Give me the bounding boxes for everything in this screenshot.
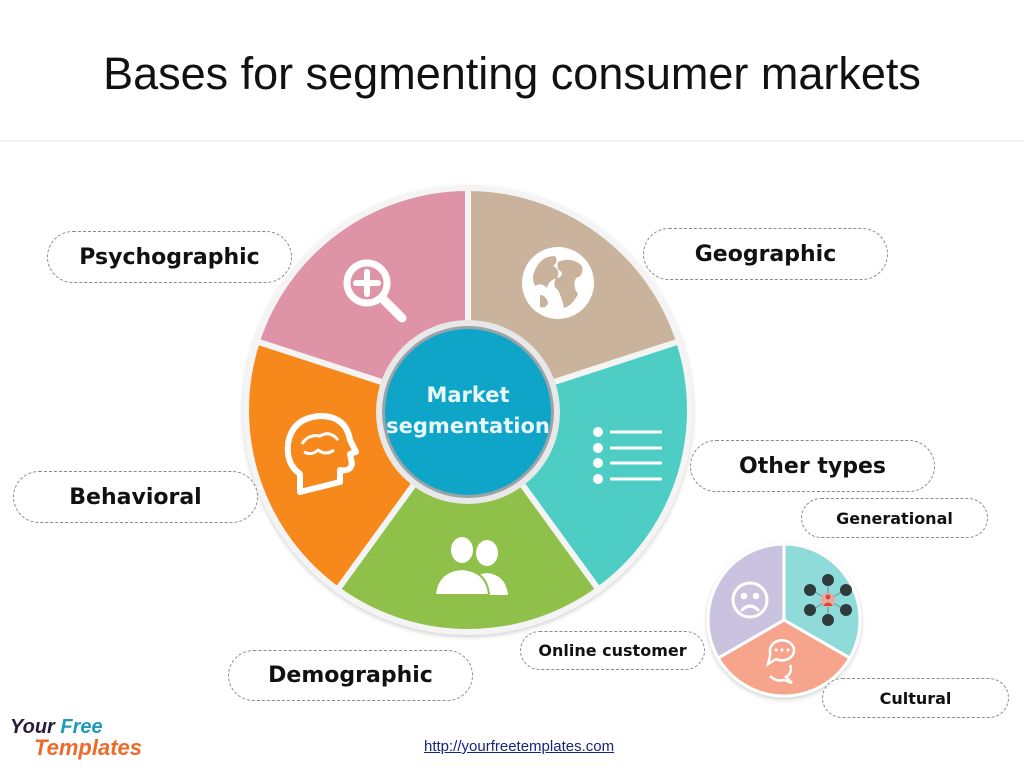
website-link[interactable]: http://yourfreetemplates.com xyxy=(424,738,615,755)
slide-title: Bases for segmenting consumer markets xyxy=(103,48,921,99)
label-demographic[interactable]: Demographic xyxy=(228,650,473,701)
logo-line1: Your Free xyxy=(10,716,103,739)
label-psychographic[interactable]: Psychographic xyxy=(47,231,292,283)
label-behavioral[interactable]: Behavioral xyxy=(13,471,258,523)
head-brain-icon xyxy=(284,413,359,495)
center-label-line2: segmentation xyxy=(386,414,550,438)
label-geographic[interactable]: Geographic xyxy=(643,228,888,280)
label-cultural[interactable]: Cultural xyxy=(822,678,1009,718)
label-generational[interactable]: Generational xyxy=(801,498,988,538)
logo-your: Your xyxy=(10,716,55,738)
label-online-customer[interactable]: Online customer xyxy=(520,631,705,670)
users-icon xyxy=(433,535,508,596)
sub-segment-online-customer[interactable] xyxy=(706,542,786,661)
globe-icon xyxy=(522,247,594,319)
network-people-icon xyxy=(804,574,852,626)
label-other-types[interactable]: Other types xyxy=(690,440,935,492)
logo-free: Free xyxy=(60,716,103,738)
sub-wheel xyxy=(706,542,862,698)
center-label-line1: Market xyxy=(426,383,510,407)
list-icon xyxy=(593,427,662,484)
center-circle[interactable] xyxy=(385,329,551,495)
segment-demographic[interactable] xyxy=(333,404,603,635)
sad-face-icon xyxy=(731,581,769,619)
title-divider xyxy=(0,140,1024,142)
brand-logo: Your Free Templates xyxy=(10,716,143,764)
center-label: Market segmentation xyxy=(383,380,553,442)
logo-line2: Templates xyxy=(34,735,143,760)
magnifier-plus-icon xyxy=(343,259,407,323)
chat-bubbles-icon xyxy=(766,639,796,685)
